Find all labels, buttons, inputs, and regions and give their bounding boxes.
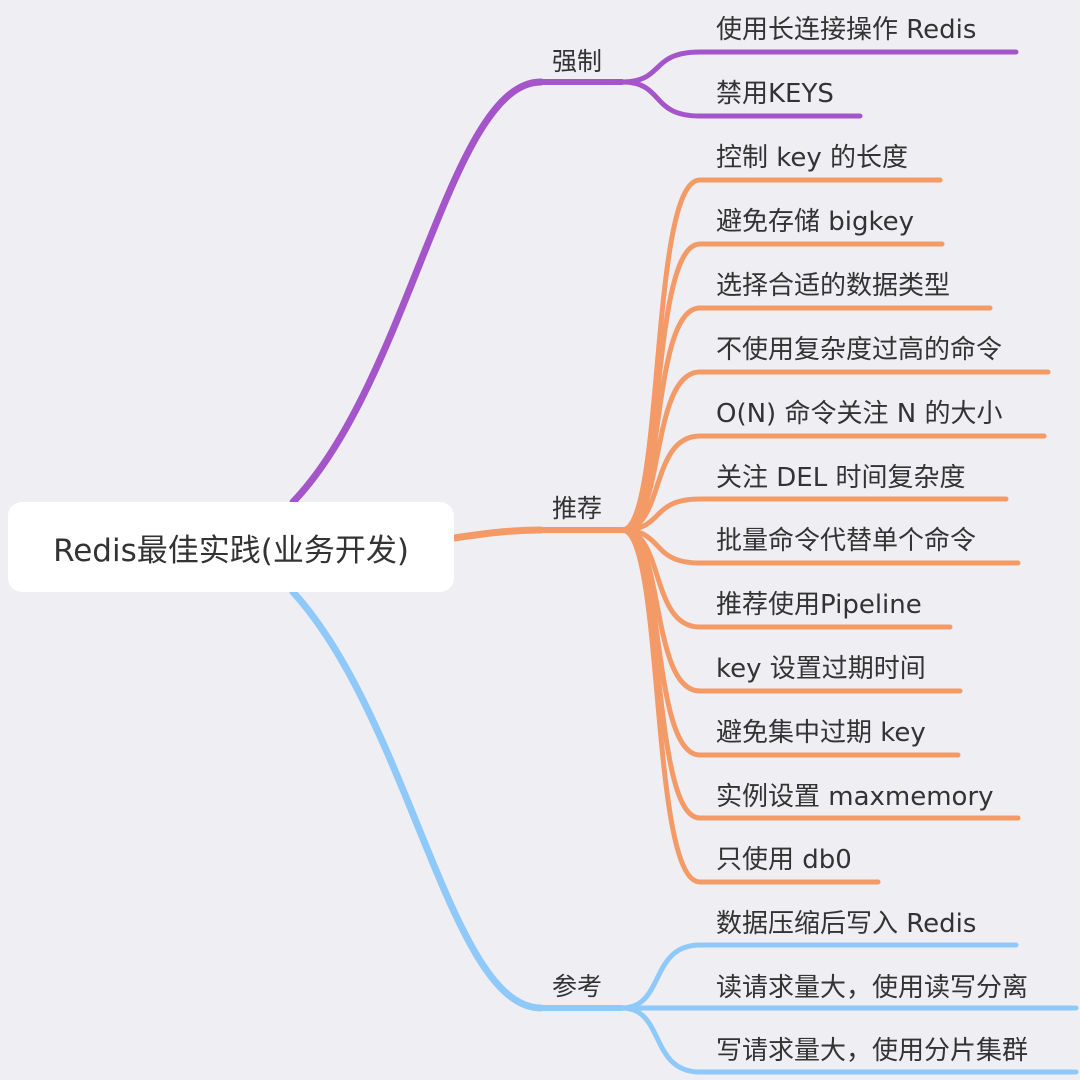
root-node-label: Redis最佳实践(业务开发): [53, 532, 409, 569]
branch-label-mandatory[interactable]: 强制: [552, 47, 603, 76]
leaf-recommended-8[interactable]: 推荐使用Pipeline: [716, 590, 922, 620]
leaf-recommended-6[interactable]: 关注 DEL 时间复杂度: [716, 463, 966, 493]
leaf-link-mandatory-2: [619, 79, 703, 119]
branch-label-reference[interactable]: 参考: [552, 972, 603, 1001]
leaf-recommended-7[interactable]: 批量命令代替单个命令: [716, 526, 977, 556]
leaf-reference-2[interactable]: 读请求量大，使用读写分离: [716, 973, 1029, 1003]
leaf-mandatory-1[interactable]: 使用长连接操作 Redis: [716, 15, 977, 45]
leaf-recommended-2[interactable]: 避免存储 bigkey: [716, 207, 915, 237]
leaf-reference-3[interactable]: 写请求量大，使用分片集群: [716, 1036, 1029, 1066]
trunk-link-recommended: [450, 526, 545, 542]
leaf-link-recommended-12: [619, 527, 703, 885]
leaf-recommended-12[interactable]: 只使用 db0: [716, 845, 852, 875]
leaf-mandatory-2[interactable]: 禁用KEYS: [716, 79, 834, 109]
leaf-recommended-3[interactable]: 选择合适的数据类型: [716, 271, 951, 301]
leaf-link-reference-3: [619, 1005, 703, 1075]
trunk-link-mandatory: [289, 78, 545, 506]
trunk-link-reference: [289, 588, 545, 1012]
branch-label-recommended[interactable]: 推荐: [552, 494, 603, 523]
leaf-recommended-1[interactable]: 控制 key 的长度: [716, 143, 909, 173]
leaf-recommended-9[interactable]: key 设置过期时间: [716, 654, 926, 684]
leaf-link-recommended-5: [619, 433, 703, 533]
leaf-recommended-11[interactable]: 实例设置 maxmemory: [716, 782, 994, 812]
leaf-link-mandatory-1: [619, 49, 703, 85]
root-node[interactable]: Redis最佳实践(业务开发): [8, 502, 454, 592]
leaf-recommended-10[interactable]: 避免集中过期 key: [716, 718, 926, 748]
leaf-link-reference-1: [619, 942, 703, 1011]
leaf-reference-1[interactable]: 数据压缩后写入 Redis: [716, 909, 977, 939]
leaf-recommended-5[interactable]: O(N) 命令关注 N 的大小: [716, 399, 1003, 429]
leaf-recommended-4[interactable]: 不使用复杂度过高的命令: [716, 335, 1003, 365]
